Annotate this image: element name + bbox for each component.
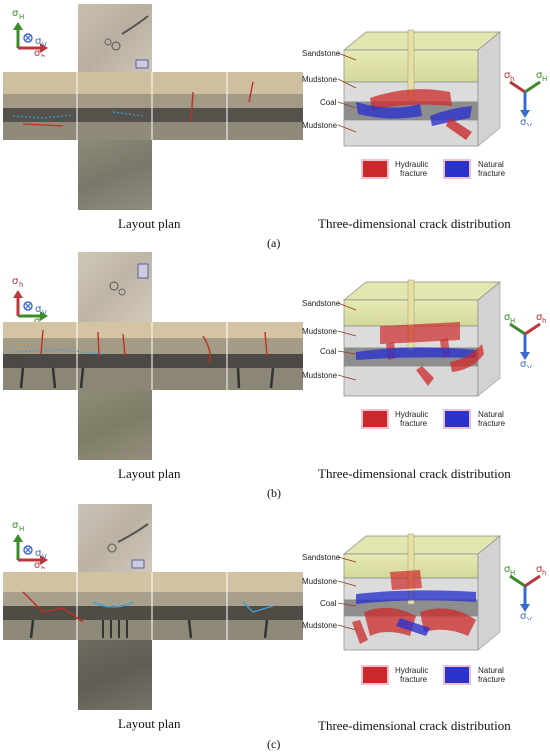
svg-text:σ: σ xyxy=(520,359,527,368)
crack-distribution-3d: Sandstone Mudstone Coal Mudstone Hydraul… xyxy=(302,279,506,429)
svg-text:V: V xyxy=(42,41,47,49)
stratum-label-mudstone-lower: Mudstone xyxy=(302,121,338,130)
svg-text:σ: σ xyxy=(35,36,42,47)
svg-text:σ: σ xyxy=(12,8,19,19)
panel-letter: (c) xyxy=(267,737,281,751)
legend-natural-line2: fracture xyxy=(478,675,506,684)
stratum-label-mudstone-lower: Mudstone xyxy=(302,371,338,380)
svg-text:σ: σ xyxy=(520,117,527,126)
svg-text:σ: σ xyxy=(35,304,42,315)
legend-natural-line1: Natural xyxy=(478,666,504,675)
legend-hydraulic-line1: Hydraulic xyxy=(395,666,428,675)
svg-text:σ: σ xyxy=(536,70,543,81)
stratum-label-sandstone: Sandstone xyxy=(302,553,341,562)
3d-crack-caption: Three-dimensional crack distribution xyxy=(318,216,511,231)
layout-plan-caption: Layout plan xyxy=(118,216,181,231)
svg-text:V: V xyxy=(42,309,47,317)
svg-text:H: H xyxy=(19,13,24,21)
crack-distribution-3d: Sandstone Mudstone Coal Mudstone Hydraul… xyxy=(302,29,506,179)
stratum-label-sandstone: Sandstone xyxy=(302,299,341,308)
crack-distribution-3d: Sandstone Mudstone Coal Mudstone Hydraul… xyxy=(302,533,506,685)
side-face-photo-strip xyxy=(3,572,303,640)
stratum-label-sandstone: Sandstone xyxy=(302,49,341,58)
svg-text:h: h xyxy=(542,569,546,577)
svg-text:H: H xyxy=(542,75,547,83)
stress-axes-icon: σh σV σH xyxy=(12,276,48,325)
top-face-photo xyxy=(78,504,152,572)
svg-text:σ: σ xyxy=(504,564,511,575)
svg-text:σ: σ xyxy=(34,316,41,325)
svg-text:σ: σ xyxy=(504,312,511,323)
svg-text:H: H xyxy=(510,569,515,577)
stratum-label-coal: Coal xyxy=(320,599,337,608)
stratum-label-mudstone-lower: Mudstone xyxy=(302,621,338,630)
stratum-label-mudstone-upper: Mudstone xyxy=(302,577,338,586)
svg-text:σ: σ xyxy=(520,611,527,620)
bottom-face-photo xyxy=(78,640,152,710)
stratum-label-coal: Coal xyxy=(320,98,337,107)
legend-hydraulic-line1: Hydraulic xyxy=(395,410,428,419)
stratum-label-mudstone-upper: Mudstone xyxy=(302,75,338,84)
svg-text:h: h xyxy=(510,75,514,83)
top-face-photo xyxy=(78,252,152,322)
legend-hydraulic-line2: fracture xyxy=(400,169,428,178)
svg-text:V: V xyxy=(42,553,47,561)
side-face-photo-strip xyxy=(3,72,303,140)
layout-plan-caption: Layout plan xyxy=(118,716,181,731)
svg-text:σ: σ xyxy=(34,48,41,57)
stratum-label-mudstone-upper: Mudstone xyxy=(302,327,338,336)
svg-text:σ: σ xyxy=(536,312,543,323)
svg-text:σ: σ xyxy=(536,564,543,575)
legend-hydraulic-line2: fracture xyxy=(400,419,428,428)
svg-text:σ: σ xyxy=(12,276,19,287)
3d-crack-caption: Three-dimensional crack distribution xyxy=(318,466,511,481)
svg-text:H: H xyxy=(510,317,515,325)
svg-text:V: V xyxy=(527,364,532,368)
svg-text:V: V xyxy=(527,122,532,126)
legend-natural-line1: Natural xyxy=(478,410,504,419)
side-face-photo-strip xyxy=(3,322,303,390)
panel-letter: (a) xyxy=(267,236,281,250)
legend-natural-line2: fracture xyxy=(478,419,506,428)
stratum-label-coal: Coal xyxy=(320,347,337,356)
svg-text:h: h xyxy=(19,281,23,289)
bottom-face-photo xyxy=(78,140,152,210)
panel-letter: (b) xyxy=(267,486,281,500)
legend-natural-line2: fracture xyxy=(478,169,506,178)
svg-text:h: h xyxy=(41,53,45,57)
3d-crack-caption: Three-dimensional crack distribution xyxy=(318,718,511,733)
svg-text:σ: σ xyxy=(12,520,19,531)
panel-b: σh σV σH Layout plan xyxy=(0,250,550,500)
layout-plan-caption: Layout plan xyxy=(118,466,181,481)
legend-natural-line1: Natural xyxy=(478,160,504,169)
legend-hydraulic-line2: fracture xyxy=(400,675,428,684)
legend-hydraulic-line1: Hydraulic xyxy=(395,160,428,169)
svg-text:σ: σ xyxy=(504,70,511,81)
svg-text:σ: σ xyxy=(34,560,41,569)
svg-text:h: h xyxy=(542,317,546,325)
bottom-face-photo xyxy=(78,390,152,460)
svg-text:V: V xyxy=(527,616,532,620)
svg-text:H: H xyxy=(19,525,24,533)
svg-text:σ: σ xyxy=(35,548,42,559)
top-face-photo xyxy=(78,4,152,72)
svg-text:h: h xyxy=(41,565,45,569)
